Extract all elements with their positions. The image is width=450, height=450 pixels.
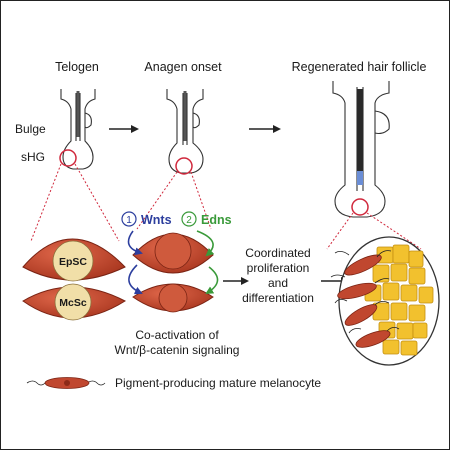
coactivation-line1: Co-activation of (135, 328, 219, 342)
mcsc-label: McSc (59, 297, 87, 309)
process-line2: proliferation (247, 261, 310, 275)
regenerated-hair-shaft (357, 89, 363, 185)
telogen-hair-shaft (76, 91, 80, 137)
wnts-label: Wnts (141, 213, 172, 227)
mcsc-nucleus (54, 283, 92, 321)
coactivation-line2: Wnt/β-catenin signaling (115, 343, 240, 357)
stage-regenerated-title: Regenerated hair follicle (292, 60, 427, 74)
process-line1: Coordinated (245, 246, 310, 260)
edns-arrow-lower (205, 266, 219, 295)
regenerated-pigment (357, 171, 363, 185)
wnts-number-badge (121, 211, 137, 227)
bulge-label: Bulge (15, 122, 46, 136)
signal-upper-nucleus (154, 232, 192, 270)
epsc-label: EpSC (59, 256, 87, 268)
edns-label: Edns (201, 213, 232, 227)
magnified-bulb (330, 236, 440, 366)
wnts-number: 1 (126, 215, 132, 226)
legend-melanocyte-icon (26, 377, 106, 389)
zoom-lines (30, 163, 422, 250)
process-line4: differentiation (242, 291, 314, 305)
shg-label: sHG (21, 150, 45, 164)
edns-arrow-upper (196, 230, 215, 257)
stage-anagen-title: Anagen onset (144, 60, 222, 74)
edns-number-badge (181, 211, 197, 227)
regenerated-bulb-circle (351, 198, 369, 216)
stage-telogen-title: Telogen (55, 60, 99, 74)
edns-number: 2 (186, 215, 192, 226)
process-line3: and (268, 276, 288, 290)
wnts-arrow-upper (127, 230, 143, 256)
telogen-shg-circle (59, 149, 77, 167)
anagen-shg-circle (175, 157, 193, 175)
bulb-melanocytes (330, 250, 400, 348)
signal-lower-nucleus (158, 283, 188, 313)
anagen-hair-shaft (183, 91, 187, 141)
epsc-nucleus (52, 240, 94, 282)
wnts-arrow-lower (128, 264, 143, 295)
legend-label: Pigment-producing mature melanocyte (115, 376, 321, 390)
